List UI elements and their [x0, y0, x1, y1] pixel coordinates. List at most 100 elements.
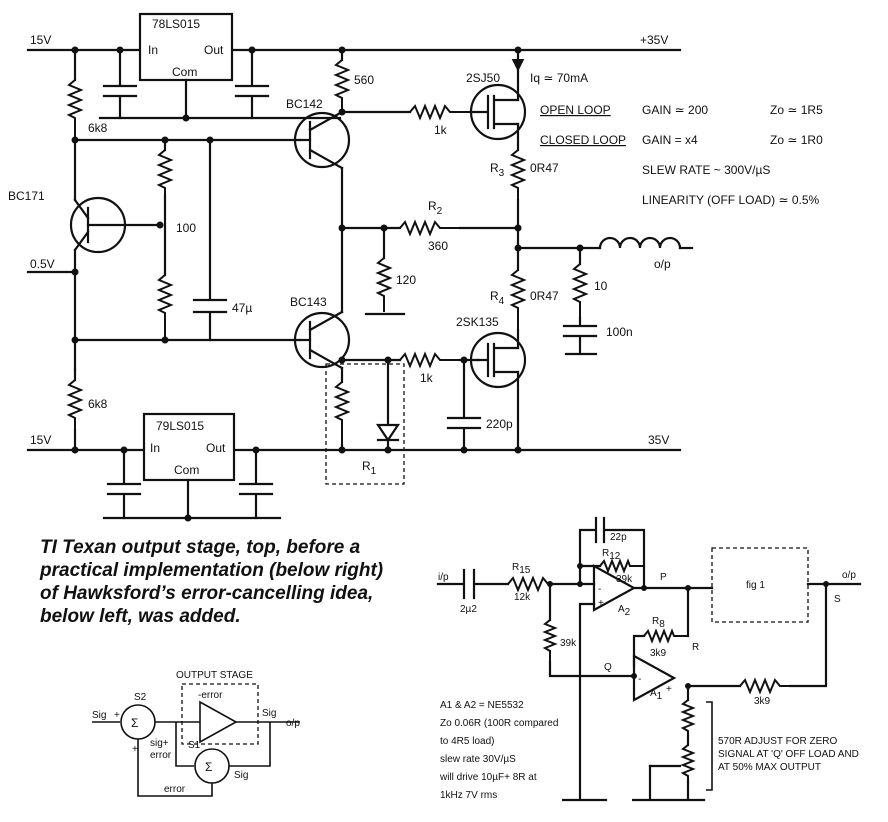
sig-error-2: error — [150, 750, 172, 761]
rail-pos-in-label: 15V — [30, 33, 51, 47]
c-47u-label: 47µ — [232, 301, 252, 315]
fig1-label: fig 1 — [746, 580, 765, 591]
a2-label: A2 — [618, 604, 631, 618]
block-out-label: o/p — [286, 718, 300, 729]
reg-top-out: Out — [204, 43, 224, 57]
q-bc171-label: BC171 — [8, 189, 45, 203]
reg-bot-in: In — [150, 441, 160, 455]
regulator-79ls015 — [142, 412, 236, 482]
note-line-1: A1 & A2 = NE5532 — [440, 700, 524, 711]
s2-minus-plus: + — [132, 744, 138, 755]
a1-plus: + — [666, 684, 672, 695]
r15-label: R15 — [512, 562, 531, 576]
a1-minus: - — [638, 674, 641, 685]
reg-bot-name: 79LS015 — [156, 419, 204, 433]
node-r: R — [692, 642, 699, 653]
junction-dots — [71, 46, 584, 522]
bottom-right-circuit: i/p 2µ2 R15 12k - + A2 P 22p R12 39k fig… — [436, 516, 862, 802]
r-39k-label: 39k — [560, 638, 577, 649]
adjust-line-3: AT 50% MAX OUTPUT — [718, 762, 821, 773]
r4-label: R4 — [490, 289, 505, 307]
r2-label: R2 — [428, 199, 443, 217]
reg-top-in: In — [148, 43, 158, 57]
slew-rate: SLEW RATE ~ 300V/µS — [642, 163, 770, 177]
note-line-4: slew rate 30V/µS — [440, 754, 516, 765]
reg-bot-out: Out — [206, 441, 226, 455]
s2-sigma: Σ — [131, 716, 138, 730]
sig-s1-label: Sig — [234, 770, 248, 781]
r-6k8-top-label: 6k8 — [88, 121, 108, 135]
r8-value: 3k9 — [650, 648, 667, 659]
q-2sj50-label: 2SJ50 — [466, 71, 500, 85]
q-2sk135-label: 2SK135 — [456, 315, 499, 329]
zo-open: Zo ≃ 1R5 — [770, 103, 823, 117]
s1-sigma: Σ — [205, 760, 212, 774]
open-loop-label: OPEN LOOP — [540, 103, 611, 117]
s1-label: S1 — [188, 740, 201, 751]
sig-in-label: Sig — [92, 710, 106, 721]
rail-neg-out-label: 35V — [648, 433, 669, 447]
node-s: S — [834, 594, 841, 605]
note-line-5: will drive 10µF+ 8R at — [439, 772, 537, 783]
caption-line-3: of Hawksford’s error-cancelling idea, — [40, 583, 374, 604]
r-120-label: 120 — [396, 273, 416, 287]
top-out-label: o/p — [654, 257, 671, 271]
error-cancel-block-diagram: OUTPUT STAGE Sig + Σ S2 -error Sig o/p s… — [92, 670, 300, 797]
top-circuit: 15V +35V 78LS015 In Out Com 6k8 BC171 0.… — [8, 12, 694, 522]
r-3k9-label: 3k9 — [754, 696, 771, 707]
adjust-line-1: 570R ADJUST FOR ZERO — [718, 736, 838, 747]
c-2u2-label: 2µ2 — [460, 604, 477, 615]
bias-in-label: 0.5V — [30, 257, 55, 271]
c-22p-label: 22p — [610, 532, 627, 543]
transistor-bc143 — [293, 311, 351, 369]
opamp-a2 — [592, 564, 637, 612]
r-560-label: 560 — [354, 73, 374, 87]
s2-label: S2 — [134, 692, 147, 703]
node-q: Q — [604, 662, 612, 673]
zo-closed: Zo ≃ 1R0 — [770, 133, 823, 147]
r3-value: 0R47 — [530, 161, 559, 175]
output-stage-title: OUTPUT STAGE — [176, 670, 253, 681]
closed-loop-label: CLOSED LOOP — [540, 133, 626, 147]
br-in-label: i/p — [438, 572, 449, 583]
a2-minus: - — [598, 584, 601, 595]
sig-out-label: Sig — [262, 708, 276, 719]
r4-value: 0R47 — [530, 289, 559, 303]
output-stage-amp — [199, 700, 238, 744]
error-label: error — [164, 784, 186, 795]
r8-label: R8 — [652, 616, 665, 630]
a2-plus: + — [598, 598, 604, 609]
transistor-bc142 — [293, 111, 351, 169]
pot-100-label: 100 — [176, 221, 196, 235]
rail-neg-in-label: 15V — [30, 433, 51, 447]
q-bc142-label: BC142 — [286, 97, 323, 111]
caption-line-4: below left, was added. — [40, 606, 241, 627]
note-line-6: 1kHz 7V rms — [440, 790, 497, 801]
rail-pos-out-label: +35V — [640, 33, 668, 47]
s2-plus: + — [114, 710, 120, 721]
transistor-2sk135 — [469, 331, 527, 389]
caption-line-1: TI Texan output stage, top, before a — [40, 537, 361, 558]
r12-label: R12 — [602, 548, 621, 562]
reg-top-com: Com — [172, 65, 197, 79]
reg-bot-com: Com — [174, 463, 199, 477]
adjust-line-2: SIGNAL AT 'Q' OFF LOAD AND — [718, 749, 859, 760]
r-1k-bot-label: 1k — [420, 371, 434, 385]
regulator-78ls015 — [138, 12, 234, 82]
note-line-2: Zo 0.06R (100R compared — [440, 718, 558, 729]
c-100n-label: 100n — [606, 325, 633, 339]
iq-label: Iq ≃ 70mA — [530, 71, 588, 85]
r15-value: 12k — [514, 592, 531, 603]
specs-block: OPEN LOOP GAIN ≃ 200 Zo ≃ 1R5 CLOSED LOO… — [540, 103, 823, 207]
figure-caption: TI Texan output stage, top, before a pra… — [40, 536, 400, 628]
q-bc143-label: BC143 — [290, 295, 327, 309]
r-1k-top-label: 1k — [434, 123, 448, 137]
gain-open: GAIN ≃ 200 — [642, 103, 708, 117]
c-220p-label: 220p — [486, 417, 513, 431]
output-stage-box — [181, 683, 259, 745]
gain-closed: GAIN = x4 — [642, 133, 698, 147]
r1-label: R1 — [362, 459, 377, 477]
node-p: P — [660, 572, 667, 583]
r2-value: 360 — [428, 239, 448, 253]
